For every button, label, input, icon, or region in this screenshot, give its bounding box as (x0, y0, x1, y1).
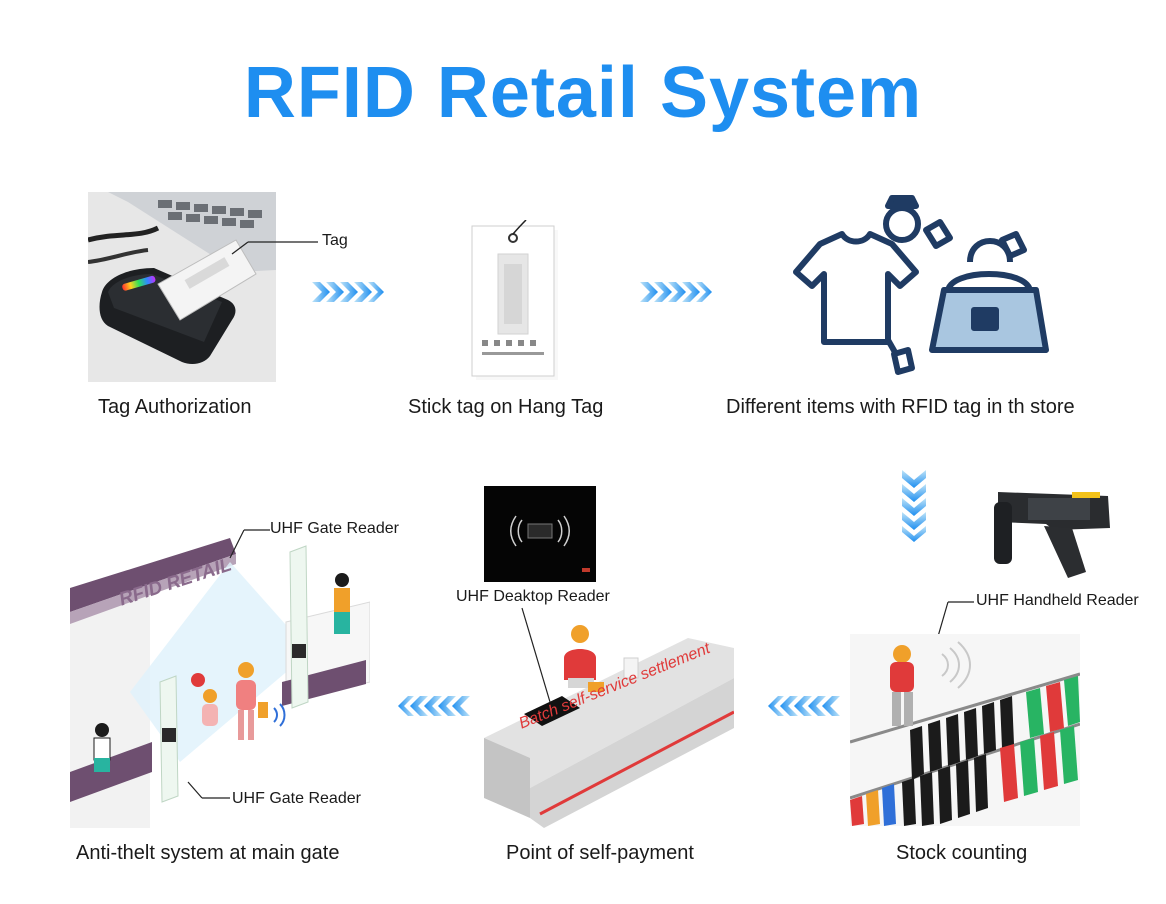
handheld-reader-image (984, 482, 1114, 582)
desktop-callout-line (521, 607, 551, 703)
chevron-left-icon (398, 696, 470, 716)
store-items-image (780, 182, 1060, 390)
chevron-right-icon (640, 282, 712, 302)
tag-authorization-image (88, 192, 276, 382)
chevron-left-icon (768, 696, 840, 716)
stock-counting-image (850, 634, 1080, 826)
desktop-reader-image (484, 486, 596, 582)
step-label-self-payment: Point of self-payment (506, 842, 694, 864)
step-label-stock-counting: Stock counting (896, 842, 1028, 864)
self-payment-counter-image (484, 618, 734, 828)
tag-callout-line (231, 241, 318, 255)
step-label-anti-theft: Anti-thelt system at main gate (76, 842, 340, 864)
gate-reader-bottom-callout: UHF Gate Reader (232, 790, 361, 807)
gate-reader-top-callout-line (229, 529, 270, 559)
step-label-different-items: Different items with RFID tag in th stor… (726, 396, 1075, 418)
handheld-reader-callout: UHF Handheld Reader (976, 592, 1139, 609)
anti-theft-gate-image (70, 532, 370, 828)
tag-callout: Tag (322, 232, 348, 249)
chevron-right-icon (312, 282, 384, 302)
desktop-reader-callout: UHF Deaktop Reader (456, 588, 610, 605)
step-label-stick-tag: Stick tag on Hang Tag (408, 396, 604, 418)
hang-tag-image (468, 220, 558, 380)
chevron-down-icon (902, 470, 926, 542)
page-title: RFID Retail System (243, 53, 923, 133)
step-label-tag-authorization: Tag Authorization (98, 396, 252, 418)
gate-reader-bottom-callout-line (187, 781, 230, 799)
gate-reader-top-callout: UHF Gate Reader (270, 520, 399, 537)
